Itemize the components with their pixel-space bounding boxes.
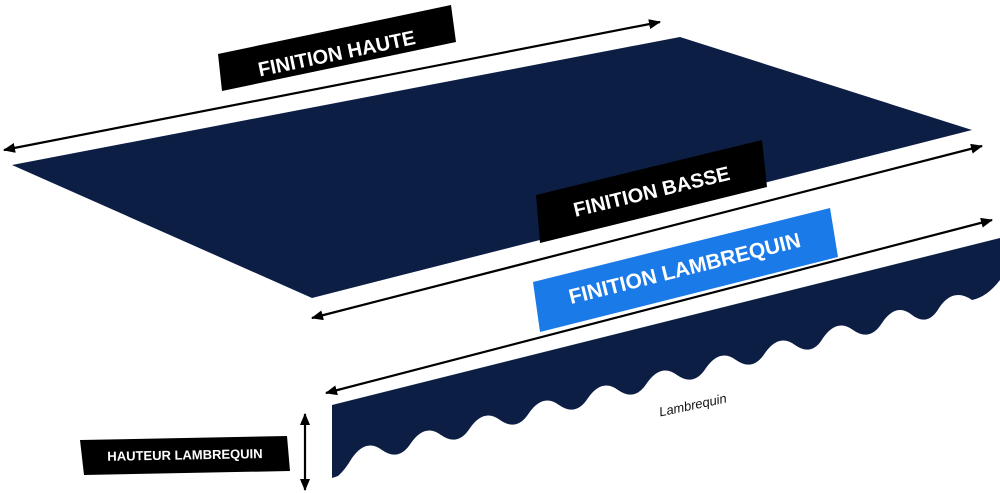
- hauteur-lambrequin-label: HAUTEUR LAMBREQUIN: [80, 436, 290, 475]
- finition-lambrequin-arrow: [325, 217, 993, 396]
- finition-haute-arrow: [3, 19, 661, 153]
- lambrequin-caption: Lambrequin: [658, 390, 728, 419]
- hauteur-lambrequin-text: HAUTEUR LAMBREQUIN: [107, 446, 263, 464]
- finition-haute-label: FINITION HAUTE: [218, 5, 456, 91]
